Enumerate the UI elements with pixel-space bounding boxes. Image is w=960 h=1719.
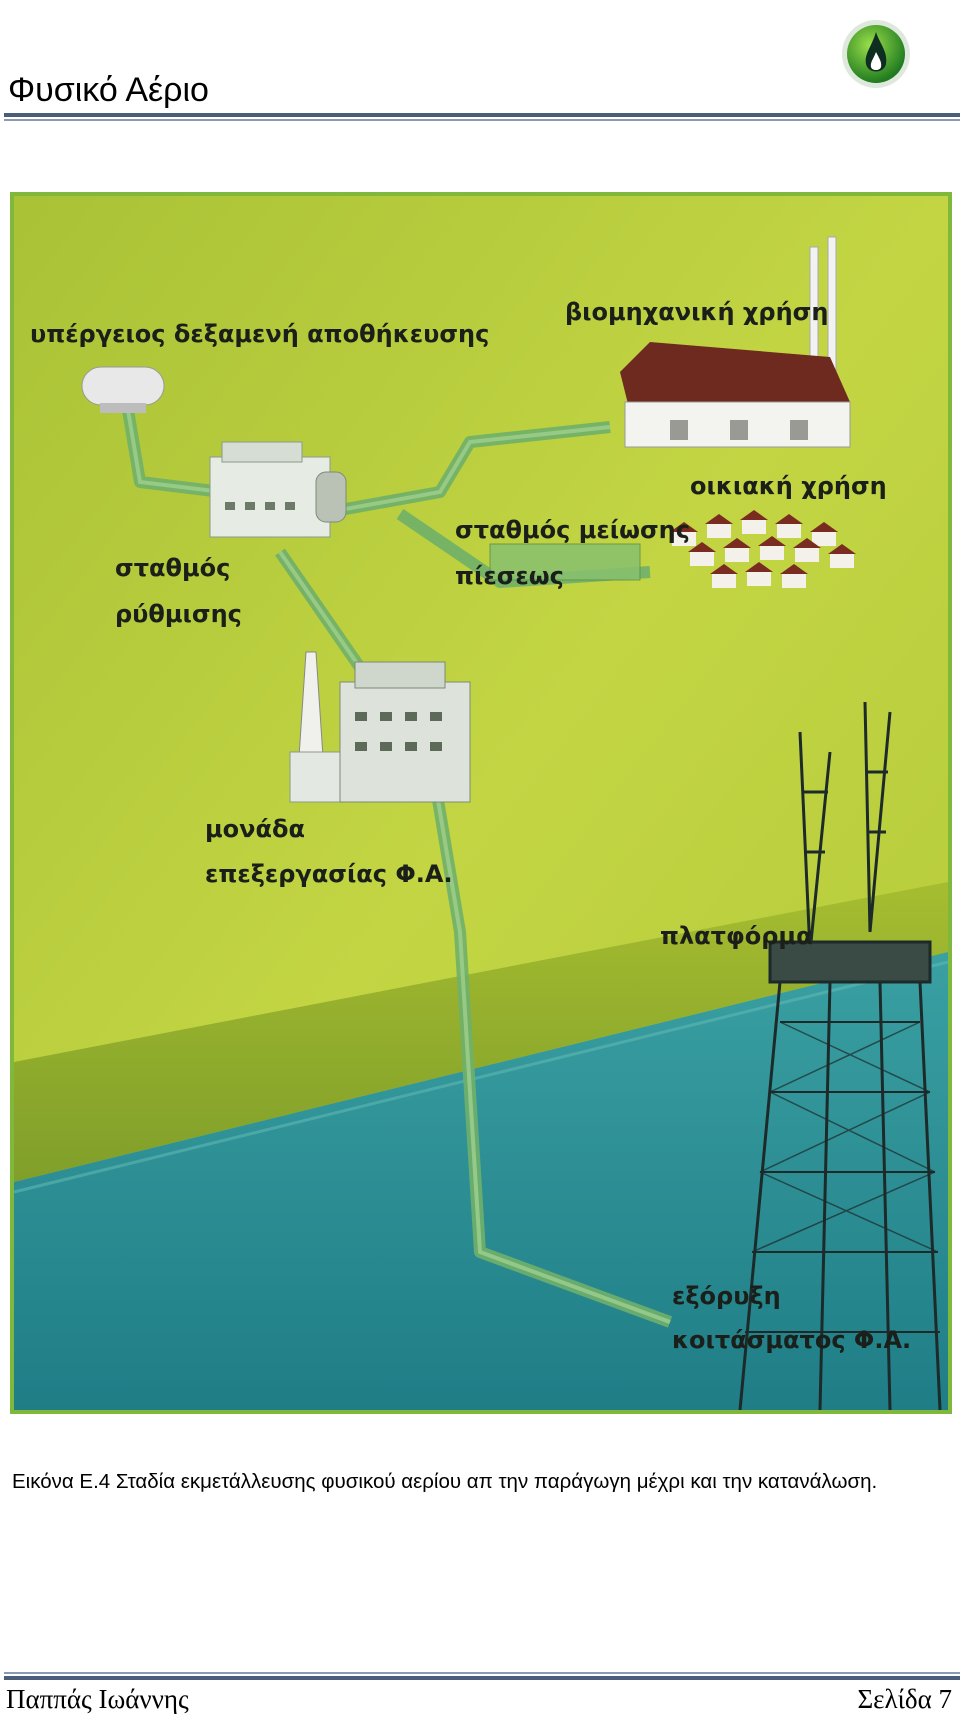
figure-caption: Εικόνα Ε.4 Σταδία εκμετάλλευσης φυσικού … [12, 1470, 878, 1493]
label-regulation-line2: ρύθμισης [115, 600, 242, 628]
offshore-platform [738, 701, 942, 1411]
label-extraction-line2: κοιτάσματος Φ.Α. [672, 1326, 911, 1354]
pressure-reduction-station [489, 543, 641, 581]
regulation-station [209, 441, 347, 538]
gas-flame-leaf-icon [836, 14, 916, 94]
gas-supply-chain-illustration: υπέργειος δεξαμενή αποθήκευσης βιομηχανι… [10, 192, 952, 1414]
label-domestic-use: οικιακή χρήση [690, 472, 887, 500]
houses [670, 510, 856, 588]
processing-unit [289, 651, 471, 803]
document-header-title: Φυσικό Αέριο [8, 71, 209, 109]
label-extraction-line1: εξόρυξη [672, 1282, 781, 1310]
label-storage-tank: υπέργειος δεξαμενή αποθήκευσης [30, 320, 489, 348]
label-processing-line1: μονάδα [205, 815, 305, 843]
industrial-factory [620, 236, 851, 448]
label-pressure-reduction-line2: πίεσεως [455, 562, 564, 590]
storage-tank [81, 366, 165, 413]
footer-page-number: Σελίδα 7 [857, 1684, 952, 1714]
label-regulation-line1: σταθμός [115, 554, 230, 582]
label-industrial-use: βιομηχανική χρήση [565, 298, 828, 326]
footer-author: Παππάς Ιωάννης [6, 1684, 189, 1714]
label-platform: πλατφόρμα [660, 922, 813, 950]
header-rule-thin [4, 119, 960, 121]
label-processing-line2: επεξεργασίας Φ.Α. [205, 860, 453, 888]
footer-rule-thin [4, 1672, 960, 1674]
footer-rule [4, 1676, 960, 1680]
header-rule [4, 113, 960, 117]
label-pressure-reduction-line1: σταθμός μείωσης [455, 516, 690, 544]
